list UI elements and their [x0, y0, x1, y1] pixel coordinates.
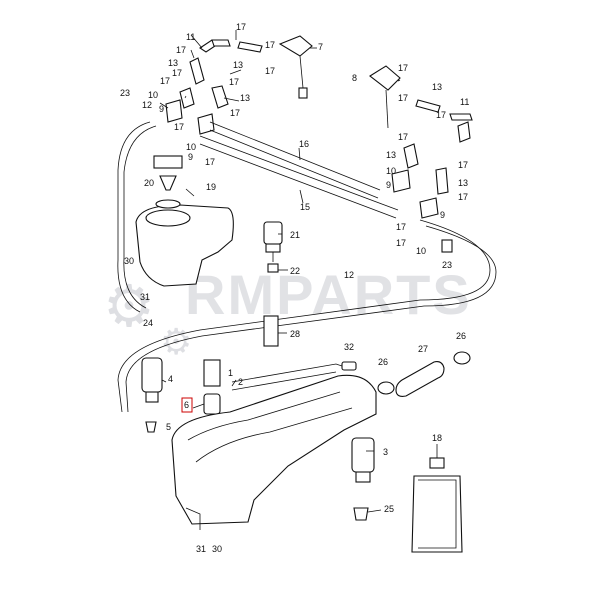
callout-9-far: 9 [440, 210, 445, 220]
callout-17-d: 17 [265, 66, 275, 76]
callout-9-mid: 9 [188, 152, 193, 162]
callout-23-left: 23 [120, 88, 130, 98]
callout-13-e: 13 [386, 150, 396, 160]
left-nozzle-assembly [165, 35, 313, 135]
callout-17-p: 17 [396, 222, 406, 232]
callout-24: 24 [143, 318, 153, 328]
callout-17-h: 17 [174, 122, 184, 132]
callout-13-f: 13 [458, 178, 468, 188]
callout-17-n: 17 [458, 160, 468, 170]
callout-13-b: 13 [233, 60, 243, 70]
callout-28: 28 [290, 329, 300, 339]
pump-21 [263, 221, 283, 273]
leader-lines [159, 30, 438, 513]
callout-17-o: 17 [458, 192, 468, 202]
callout-22: 22 [290, 266, 300, 276]
watermark-gear-small-icon: ⚙ [160, 322, 193, 363]
callout-5: 5 [166, 422, 171, 432]
callout-17-q: 17 [396, 238, 406, 248]
callout-labels: 11 17 17 17 7 13 13 17 17 17 17 10 13 23… [120, 22, 469, 554]
callout-32: 32 [344, 342, 354, 352]
callout-21: 21 [290, 230, 300, 240]
callout-17-c: 17 [172, 68, 182, 78]
callout-17-l: 17 [436, 110, 446, 120]
hose-27 [377, 351, 471, 397]
callout-17-top: 17 [236, 22, 246, 32]
callout-2: 2 [238, 377, 243, 387]
callout-30-mid: 30 [124, 256, 134, 266]
bracket-28 [263, 315, 279, 347]
callout-17-e: 17 [160, 76, 170, 86]
small-reservoir [135, 155, 234, 287]
callout-13-d: 13 [432, 82, 442, 92]
callout-10-right: 10 [386, 166, 396, 176]
callout-17-i: 17 [205, 157, 215, 167]
callout-19: 19 [206, 182, 216, 192]
callout-1: 1 [228, 368, 233, 378]
callout-12-mid: 12 [344, 270, 354, 280]
filler-6 [181, 359, 221, 415]
callout-7: 7 [318, 42, 323, 52]
callout-9-right: 9 [386, 180, 391, 190]
callout-10-left: 10 [148, 90, 158, 100]
part-32 [341, 361, 357, 371]
watermark-gear-icon: ⚙ [103, 272, 155, 340]
callout-26-left: 26 [378, 357, 388, 367]
callout-20: 20 [144, 178, 154, 188]
callout-10-far: 10 [416, 246, 426, 256]
callout-17-m: 17 [398, 132, 408, 142]
callout-17-a: 17 [176, 45, 186, 55]
callout-23-right: 23 [442, 260, 452, 270]
callout-13-a: 13 [168, 58, 178, 68]
callout-15: 15 [300, 202, 310, 212]
callout-6: 6 [184, 400, 189, 410]
callout-16: 16 [299, 139, 309, 149]
callout-17-f: 17 [229, 77, 239, 87]
callout-17-g: 17 [230, 108, 240, 118]
pump-3 [351, 437, 375, 521]
callout-27: 27 [418, 344, 428, 354]
watermark-text: RMPARTS [185, 263, 472, 326]
callout-9-left: 9 [159, 104, 164, 114]
callout-4: 4 [168, 374, 173, 384]
callout-10-mid: 10 [186, 142, 196, 152]
right-nozzle-assembly [369, 65, 473, 253]
main-tank [171, 363, 377, 530]
callout-11-right: 11 [460, 97, 469, 107]
callout-31-mid: 31 [140, 292, 150, 302]
callout-31-bottom: 31 [196, 544, 206, 554]
callout-8: 8 [352, 73, 357, 83]
callout-25: 25 [384, 504, 394, 514]
callout-17-j: 17 [398, 63, 408, 73]
callout-17-k: 17 [398, 93, 408, 103]
callout-3: 3 [383, 447, 388, 457]
callout-18: 18 [432, 433, 442, 443]
long-hoses [117, 121, 497, 413]
bottle-18 [411, 457, 463, 553]
pump-4 [141, 357, 163, 433]
callout-17-b: 17 [265, 40, 275, 50]
callout-13-c: 13 [240, 93, 250, 103]
callout-30-bottom: 30 [212, 544, 222, 554]
callout-11-left: 11 [186, 32, 195, 42]
callout-12-top: 12 [142, 100, 152, 110]
callout-26-right: 26 [456, 331, 466, 341]
